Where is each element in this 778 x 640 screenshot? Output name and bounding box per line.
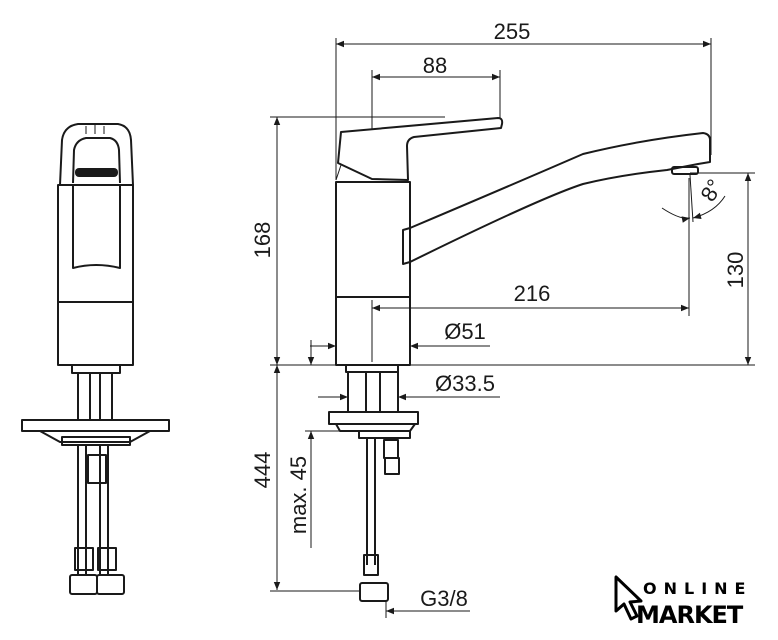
dim-g3-8: G3/8 bbox=[420, 586, 468, 611]
mounting-plate bbox=[328, 411, 419, 425]
g38-connector bbox=[359, 582, 389, 602]
spout bbox=[402, 132, 711, 265]
side-view bbox=[328, 117, 711, 602]
front-mounting-plate bbox=[21, 419, 170, 432]
aerator bbox=[671, 166, 699, 175]
dim-angle-8: 8° bbox=[695, 175, 727, 206]
dim-168: 168 bbox=[250, 222, 275, 259]
dim-diameter-51: Ø51 bbox=[444, 319, 486, 344]
front-handle bbox=[59, 123, 134, 186]
cursor-arrow-icon bbox=[614, 575, 643, 621]
front-view bbox=[21, 123, 170, 595]
dim-255: 255 bbox=[494, 19, 531, 44]
online-market-logo: ONLINE MARKET bbox=[614, 575, 752, 629]
dim-216: 216 bbox=[514, 281, 551, 306]
logo-line1: ONLINE bbox=[643, 579, 752, 598]
tap-body bbox=[335, 181, 411, 366]
lever-handle bbox=[337, 117, 504, 181]
dim-130: 130 bbox=[723, 252, 748, 289]
dim-444: 444 bbox=[250, 452, 275, 489]
front-body bbox=[57, 184, 134, 366]
dim-88: 88 bbox=[423, 53, 447, 78]
logo-line2: MARKET bbox=[636, 601, 744, 629]
dim-diameter-33-5: Ø33.5 bbox=[435, 371, 495, 396]
dimension-lines bbox=[270, 38, 755, 618]
dimension-labels: 255 88 168 216 130 Ø51 Ø33.5 444 max. 45… bbox=[250, 19, 748, 611]
dim-max-45: max. 45 bbox=[286, 456, 311, 534]
